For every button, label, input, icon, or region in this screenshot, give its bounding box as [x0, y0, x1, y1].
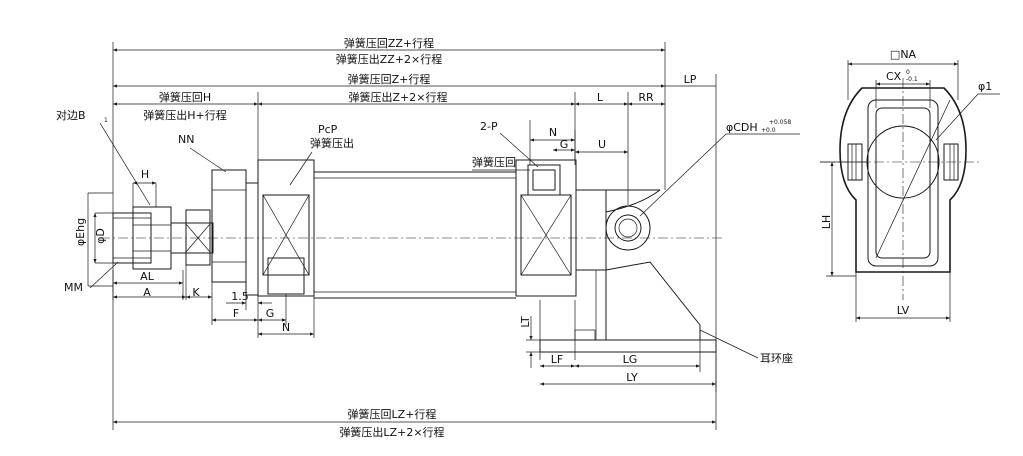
label-na: □NA [890, 48, 917, 61]
label-al: AL [140, 270, 155, 283]
cylinder-end-view [820, 78, 980, 300]
end-view-dimensions: □NA CX 0 -0.1 φ1 LH LV [820, 48, 1000, 322]
label-2p: 2-P [480, 120, 498, 133]
label-cx-tol-upper: 0 [906, 69, 910, 76]
cylinder-side-view [100, 159, 722, 353]
dim-g-top: G [560, 138, 569, 151]
dim-u: U [598, 138, 606, 151]
dim-lp: LP [684, 73, 697, 86]
dim-n-top: N [549, 126, 557, 139]
label-phi1: φ1 [978, 80, 992, 93]
callouts: 对边B 1 NN PcP 弹簧压出 2-P 弹簧压回 φCDH +0.058 +… [56, 108, 800, 217]
label-b1: 对边B [56, 108, 86, 122]
dim-z-extend: 弹簧压出Z+2×行程 [349, 90, 448, 104]
label-f: F [233, 307, 239, 320]
label-lv: LV [897, 304, 910, 317]
label-cdh: φCDH [726, 121, 758, 134]
dim-h-extend: 弹簧压出H+行程 [143, 108, 227, 122]
label-a: A [143, 286, 151, 299]
label-h: H [141, 168, 149, 181]
label-n: N [282, 321, 290, 334]
label-cx: CX [886, 70, 902, 83]
label-retract-note: 弹簧压回 [472, 155, 516, 169]
label-lh: LH [820, 215, 833, 229]
left-dimensions: φEhg φD H MM [64, 168, 157, 294]
label-lg: LG [623, 353, 638, 366]
dim-z-retract: 弹簧压回Z+行程 [348, 72, 431, 86]
label-cdh-tol-upper: +0.058 [769, 119, 791, 126]
label-nn: NN [178, 133, 194, 146]
dim-lz-extend: 弹簧压出LZ+2×行程 [339, 425, 444, 439]
dim-rr: RR [638, 91, 654, 104]
bottom-left-dimensions: AL A K 1.5 F G N [112, 265, 315, 338]
top-dimensions [113, 48, 716, 154]
dim-l: L [597, 91, 604, 104]
label-ehg: φEhg [74, 218, 87, 246]
dim-h-retract: 弹簧压回H [159, 90, 211, 104]
label-1-5: 1.5 [231, 290, 249, 303]
label-b1-sub: 1 [104, 117, 108, 124]
bottom-overall-dimension: 弹簧压回LZ+行程 弹簧压出LZ+2×行程 [113, 407, 716, 439]
label-mm: MM [64, 281, 83, 294]
label-pcp-note: 弹簧压出 [310, 136, 354, 150]
label-lf: LF [551, 353, 563, 366]
label-cx-tol-lower: -0.1 [906, 76, 918, 83]
dim-zz-extend: 弹簧压出ZZ+2×行程 [336, 52, 443, 66]
label-g: G [266, 307, 275, 320]
bottom-right-dimensions: LT LF LG LY 耳环座 [519, 316, 793, 386]
label-cdh-tol-lower: +0.0 [761, 127, 776, 134]
label-pcp: PcP [318, 123, 338, 136]
label-lt: LT [519, 316, 532, 328]
extension-lines [112, 42, 717, 430]
dim-zz-retract: 弹簧压回ZZ+行程 [344, 36, 434, 50]
dim-lz-retract: 弹簧压回LZ+行程 [348, 407, 437, 421]
label-k: K [192, 286, 200, 299]
label-ly: LY [626, 371, 638, 384]
top-dimension-labels: 弹簧压回ZZ+行程 弹簧压出ZZ+2×行程 弹簧压回Z+行程 LP 弹簧压回H … [143, 36, 696, 151]
label-ear-seat: 耳环座 [760, 351, 793, 365]
label-d: φD [94, 228, 107, 244]
